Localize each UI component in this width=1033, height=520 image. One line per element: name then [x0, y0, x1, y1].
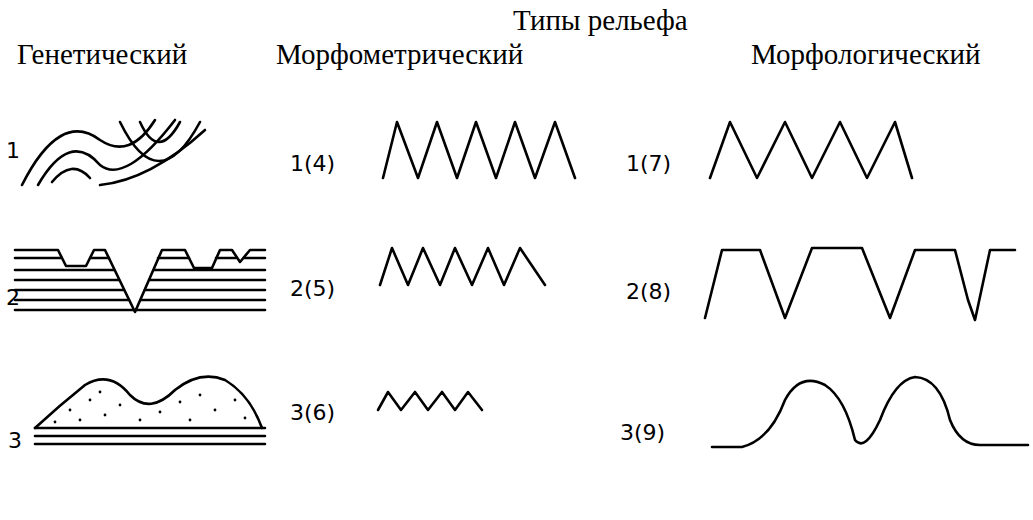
callout-number: 3(9)	[620, 422, 665, 444]
dune-sketch	[35, 377, 265, 444]
callout-number: 2(8)	[626, 281, 671, 303]
zigzag-profile	[378, 392, 482, 410]
callout-number: 2(5)	[290, 278, 335, 300]
callout-number: 2	[6, 287, 20, 309]
zigzag-profile	[380, 248, 545, 285]
column-header: Генетический	[17, 40, 187, 69]
column-header: Морфометрический	[276, 40, 523, 69]
peaked-profile	[710, 122, 912, 178]
diagram-title: Типы рельефа	[513, 6, 688, 35]
callout-number: 1(4)	[290, 153, 335, 175]
zigzag-profile	[383, 122, 575, 178]
rounded-profile	[712, 377, 1028, 447]
callout-number: 3	[8, 430, 22, 452]
layered-valley-sketch	[15, 250, 265, 312]
column-header: Морфологический	[751, 40, 981, 69]
callout-number: 3(6)	[290, 402, 335, 424]
callout-number: 1	[6, 140, 20, 162]
callout-number: 1(7)	[626, 153, 671, 175]
fold-sketch	[22, 120, 205, 185]
plateau-profile	[705, 248, 1015, 320]
